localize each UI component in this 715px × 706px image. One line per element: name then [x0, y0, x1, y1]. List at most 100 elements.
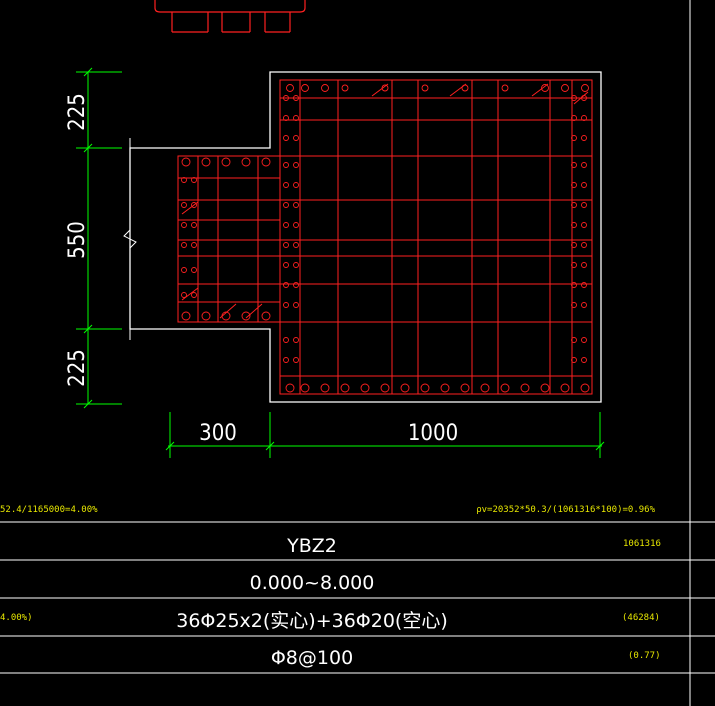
rebar-bar — [191, 177, 197, 183]
rebar-bar — [581, 84, 589, 92]
elevation-range: 0.000~8.000 — [250, 572, 375, 594]
rebar-bar — [201, 311, 211, 321]
rebar-bar — [360, 383, 370, 393]
rebar-bar — [201, 157, 211, 167]
rebar-bar — [581, 222, 587, 228]
rebar-bar — [181, 222, 187, 228]
rebar-bar — [241, 311, 251, 321]
rebar-bar — [581, 135, 587, 141]
rebar-bar — [581, 202, 587, 208]
rebar-bar — [571, 302, 577, 308]
previous-detail-remnant — [154, 0, 306, 33]
rebar-bar — [400, 383, 410, 393]
rebar-bar — [560, 383, 570, 393]
rebar-bar — [440, 383, 450, 393]
rebar-bar — [571, 182, 577, 188]
rebar-bar — [241, 157, 251, 167]
rebar-bar — [181, 292, 187, 298]
rebar-bar — [191, 242, 197, 248]
rebar-bar — [261, 311, 271, 321]
rebar-bar — [461, 84, 469, 92]
longitudinal-rebar: 36Φ25x2(实心)+36Φ20(空心) — [176, 610, 448, 632]
bottom-dimension-chain — [165, 412, 605, 458]
tie-hook — [181, 201, 199, 215]
rebar-bar — [541, 84, 549, 92]
rebar-bar — [283, 242, 289, 248]
rebar-bar — [571, 135, 577, 141]
dim-bottom-left: 300 — [199, 421, 237, 446]
rebar-bar — [321, 84, 329, 92]
rebar-bar — [293, 222, 299, 228]
tie-hook — [245, 303, 263, 319]
rebar-bar — [480, 383, 490, 393]
reinforcement-ratio-right: ρv=20352*50.3/(1061316*100)=0.96% — [476, 505, 655, 515]
rebar-bar — [381, 84, 389, 92]
rebar-bar — [283, 262, 289, 268]
rebar-bar — [341, 84, 349, 92]
rebar-bar — [421, 84, 429, 92]
web-cage — [177, 155, 281, 323]
rebar-bar — [581, 262, 587, 268]
column-name: YBZ2 — [286, 535, 337, 557]
rebar-bar — [293, 182, 299, 188]
stirrup-spec: Φ8@100 — [271, 647, 353, 669]
rebar-bar — [191, 292, 197, 298]
tie-hook — [181, 287, 199, 301]
rebar-bar — [571, 337, 577, 343]
rebar-bar — [571, 262, 577, 268]
rebar-bar — [340, 383, 350, 393]
rebar-bar — [283, 115, 289, 121]
rebar-bar — [283, 222, 289, 228]
rebar-bar — [221, 311, 231, 321]
dim-bottom-right: 1000 — [408, 421, 458, 446]
rebar-bar — [181, 202, 187, 208]
steel-area: (46284) — [622, 613, 660, 623]
rebar-bar — [181, 267, 187, 273]
rebar-bar — [571, 282, 577, 288]
rebar-bar — [581, 282, 587, 288]
rebar-bar — [501, 84, 509, 92]
rebar-bar — [581, 242, 587, 248]
tie-hook — [371, 83, 389, 97]
rebar-bar — [283, 337, 289, 343]
reinforcement-ratio-left: 52.4/1165000=4.00% — [0, 505, 98, 515]
main-cage — [279, 79, 593, 395]
rebar-bar — [561, 84, 569, 92]
rebar-bar — [293, 302, 299, 308]
rebar-bar — [300, 383, 310, 393]
rebar-bar — [293, 262, 299, 268]
rebar-bar — [571, 202, 577, 208]
rebar-bar — [293, 282, 299, 288]
rebar-bar — [540, 383, 550, 393]
rebar-bar — [520, 383, 530, 393]
rebar-bar — [285, 383, 295, 393]
left-percentage: 4.00%) — [0, 613, 33, 623]
rebar-bar — [293, 202, 299, 208]
rebar-bar — [293, 162, 299, 168]
rebar-bar — [380, 383, 390, 393]
rebar-bar — [261, 157, 271, 167]
rebar-bar — [293, 95, 299, 101]
rebar-bar — [571, 242, 577, 248]
tie-hook — [449, 83, 467, 97]
rebar-bar — [293, 357, 299, 363]
tie-hook — [573, 91, 589, 105]
wall-break-symbol — [123, 138, 137, 340]
rebar-bar — [181, 242, 187, 248]
rebar-bar — [283, 182, 289, 188]
rebar-bar — [221, 157, 231, 167]
rebar-bar — [191, 202, 197, 208]
left-dimension-chain — [76, 67, 122, 409]
dim-left-top: 225 — [65, 93, 90, 131]
rebar-bar — [283, 135, 289, 141]
rebar-bar — [283, 202, 289, 208]
rebar-bar — [181, 311, 191, 321]
rebar-bar — [460, 383, 470, 393]
rebar-bar — [581, 95, 587, 101]
rebar-bar — [293, 115, 299, 121]
dim-left-middle: 550 — [65, 221, 90, 259]
rebar-bar — [283, 162, 289, 168]
rebar-bar — [293, 135, 299, 141]
stirrup-ratio: (0.77) — [628, 651, 661, 661]
